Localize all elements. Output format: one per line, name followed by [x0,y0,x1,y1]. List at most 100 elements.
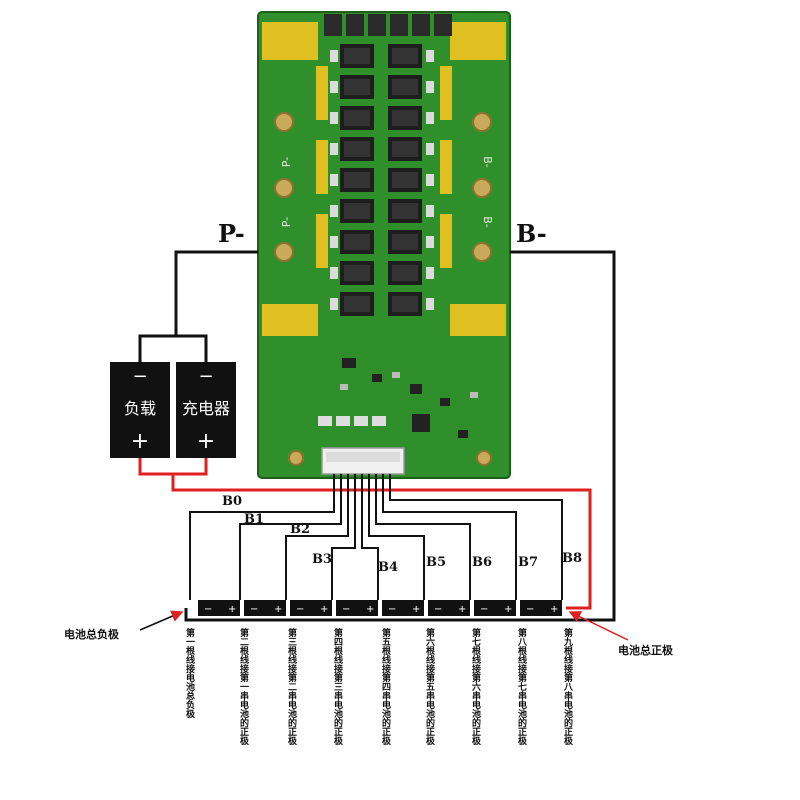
balance-connector [321,447,405,475]
cell-minus: − [388,604,396,615]
cell-minus: − [250,604,258,615]
balance-wire [361,474,379,600]
pad [440,140,452,194]
p-minus-wire-branch [176,334,208,362]
cell-plus: + [366,604,374,615]
resistor [426,267,434,279]
note-1: 第一根线接电池总负极 [184,628,194,718]
mosfet [388,75,422,99]
resistor [330,174,338,186]
balance-wire [368,474,425,600]
resistor [426,205,434,217]
battery-cell: −+ [428,600,470,616]
pad [440,214,452,268]
wire-label: B1 [244,512,264,527]
battery-cell: −+ [198,600,240,616]
wire-label: B5 [426,555,446,570]
b-minus-wire [184,250,616,622]
silk-p-top: P- [280,157,293,167]
cell-minus: − [296,604,304,615]
mosfet [340,106,374,130]
note-2: 第二根线接第一串电池的正极 [238,628,248,745]
mosfet [388,44,422,68]
balance-wire [375,474,471,600]
cell-plus: + [504,604,512,615]
battery-cell: −+ [336,600,378,616]
note-3: 第三根线接第二串电池的正极 [286,628,296,745]
pad [316,214,328,268]
silk-b-bottom: B- [481,216,494,228]
total-negative-label: 电池总负极 [64,627,120,641]
resistor [426,143,434,155]
resistor [330,81,338,93]
wire-label: B3 [312,552,332,567]
charger-label: 充电器 [182,399,230,418]
wire-label: B4 [378,560,398,575]
cell-plus: + [458,604,466,615]
cell-plus: + [412,604,420,615]
resistor [426,50,434,62]
mosfet [340,292,374,316]
charger-device: − 充电器 + [176,362,236,458]
cell-plus: + [274,604,282,615]
mosfet [388,292,422,316]
resistor [426,174,434,186]
pad [316,140,328,194]
wire-label: B7 [518,555,538,570]
resistor [426,81,434,93]
resistor [330,267,338,279]
side-pads [316,66,452,268]
wire-label: B2 [290,522,310,537]
mosfet [340,199,374,223]
load-minus: − [132,366,147,387]
note-5: 第五根线接第四串电池的正极 [380,628,390,745]
cell-minus: − [204,604,212,615]
total-positive-label: 电池总正极 [618,643,674,657]
balance-wire [331,474,356,600]
p-minus-wire [138,250,258,362]
cell-plus: + [320,604,328,615]
charger-plus: + [197,429,215,454]
total-positive-callout: 电池总正极 [568,611,674,657]
mounting-holes [274,112,492,262]
load-label: 负载 [124,399,156,418]
p-minus-title: P- [218,219,245,248]
cell-plus: + [228,604,236,615]
mosfet [388,199,422,223]
resistor [426,298,434,310]
balance-wire [189,474,335,600]
mosfet [388,261,422,285]
cell-minus: − [434,604,442,615]
cell-minus: − [480,604,488,615]
resistor [330,50,338,62]
resistor [330,236,338,248]
mosfet [388,230,422,254]
battery-cell: −+ [290,600,332,616]
cell-minus: − [342,604,350,615]
pad [316,66,328,120]
silk-b-top: B- [481,156,494,168]
note-9: 第九根线接第八串电池的正极 [562,628,572,745]
wire-label: B8 [562,551,582,566]
resistor [426,236,434,248]
wire-label: B0 [222,494,242,509]
charger-minus: − [198,366,213,387]
control-components [288,358,492,466]
balance-wire [382,474,517,600]
load-plus: + [131,429,149,454]
resistor [330,112,338,124]
battery-cell: −+ [382,600,424,616]
mosfet [388,106,422,130]
b-minus-title: B- [516,219,547,248]
mosfet [340,137,374,161]
battery-cells: −+−+−+−+−+−+−+−+ [198,600,562,616]
mosfet [340,75,374,99]
cell-minus: − [526,604,534,615]
cell-plus: + [550,604,558,615]
battery-cell: −+ [520,600,562,616]
positive-wire [138,458,592,610]
balance-wires [189,474,563,600]
mosfet [340,168,374,192]
battery-cell: −+ [474,600,516,616]
resistor [330,205,338,217]
